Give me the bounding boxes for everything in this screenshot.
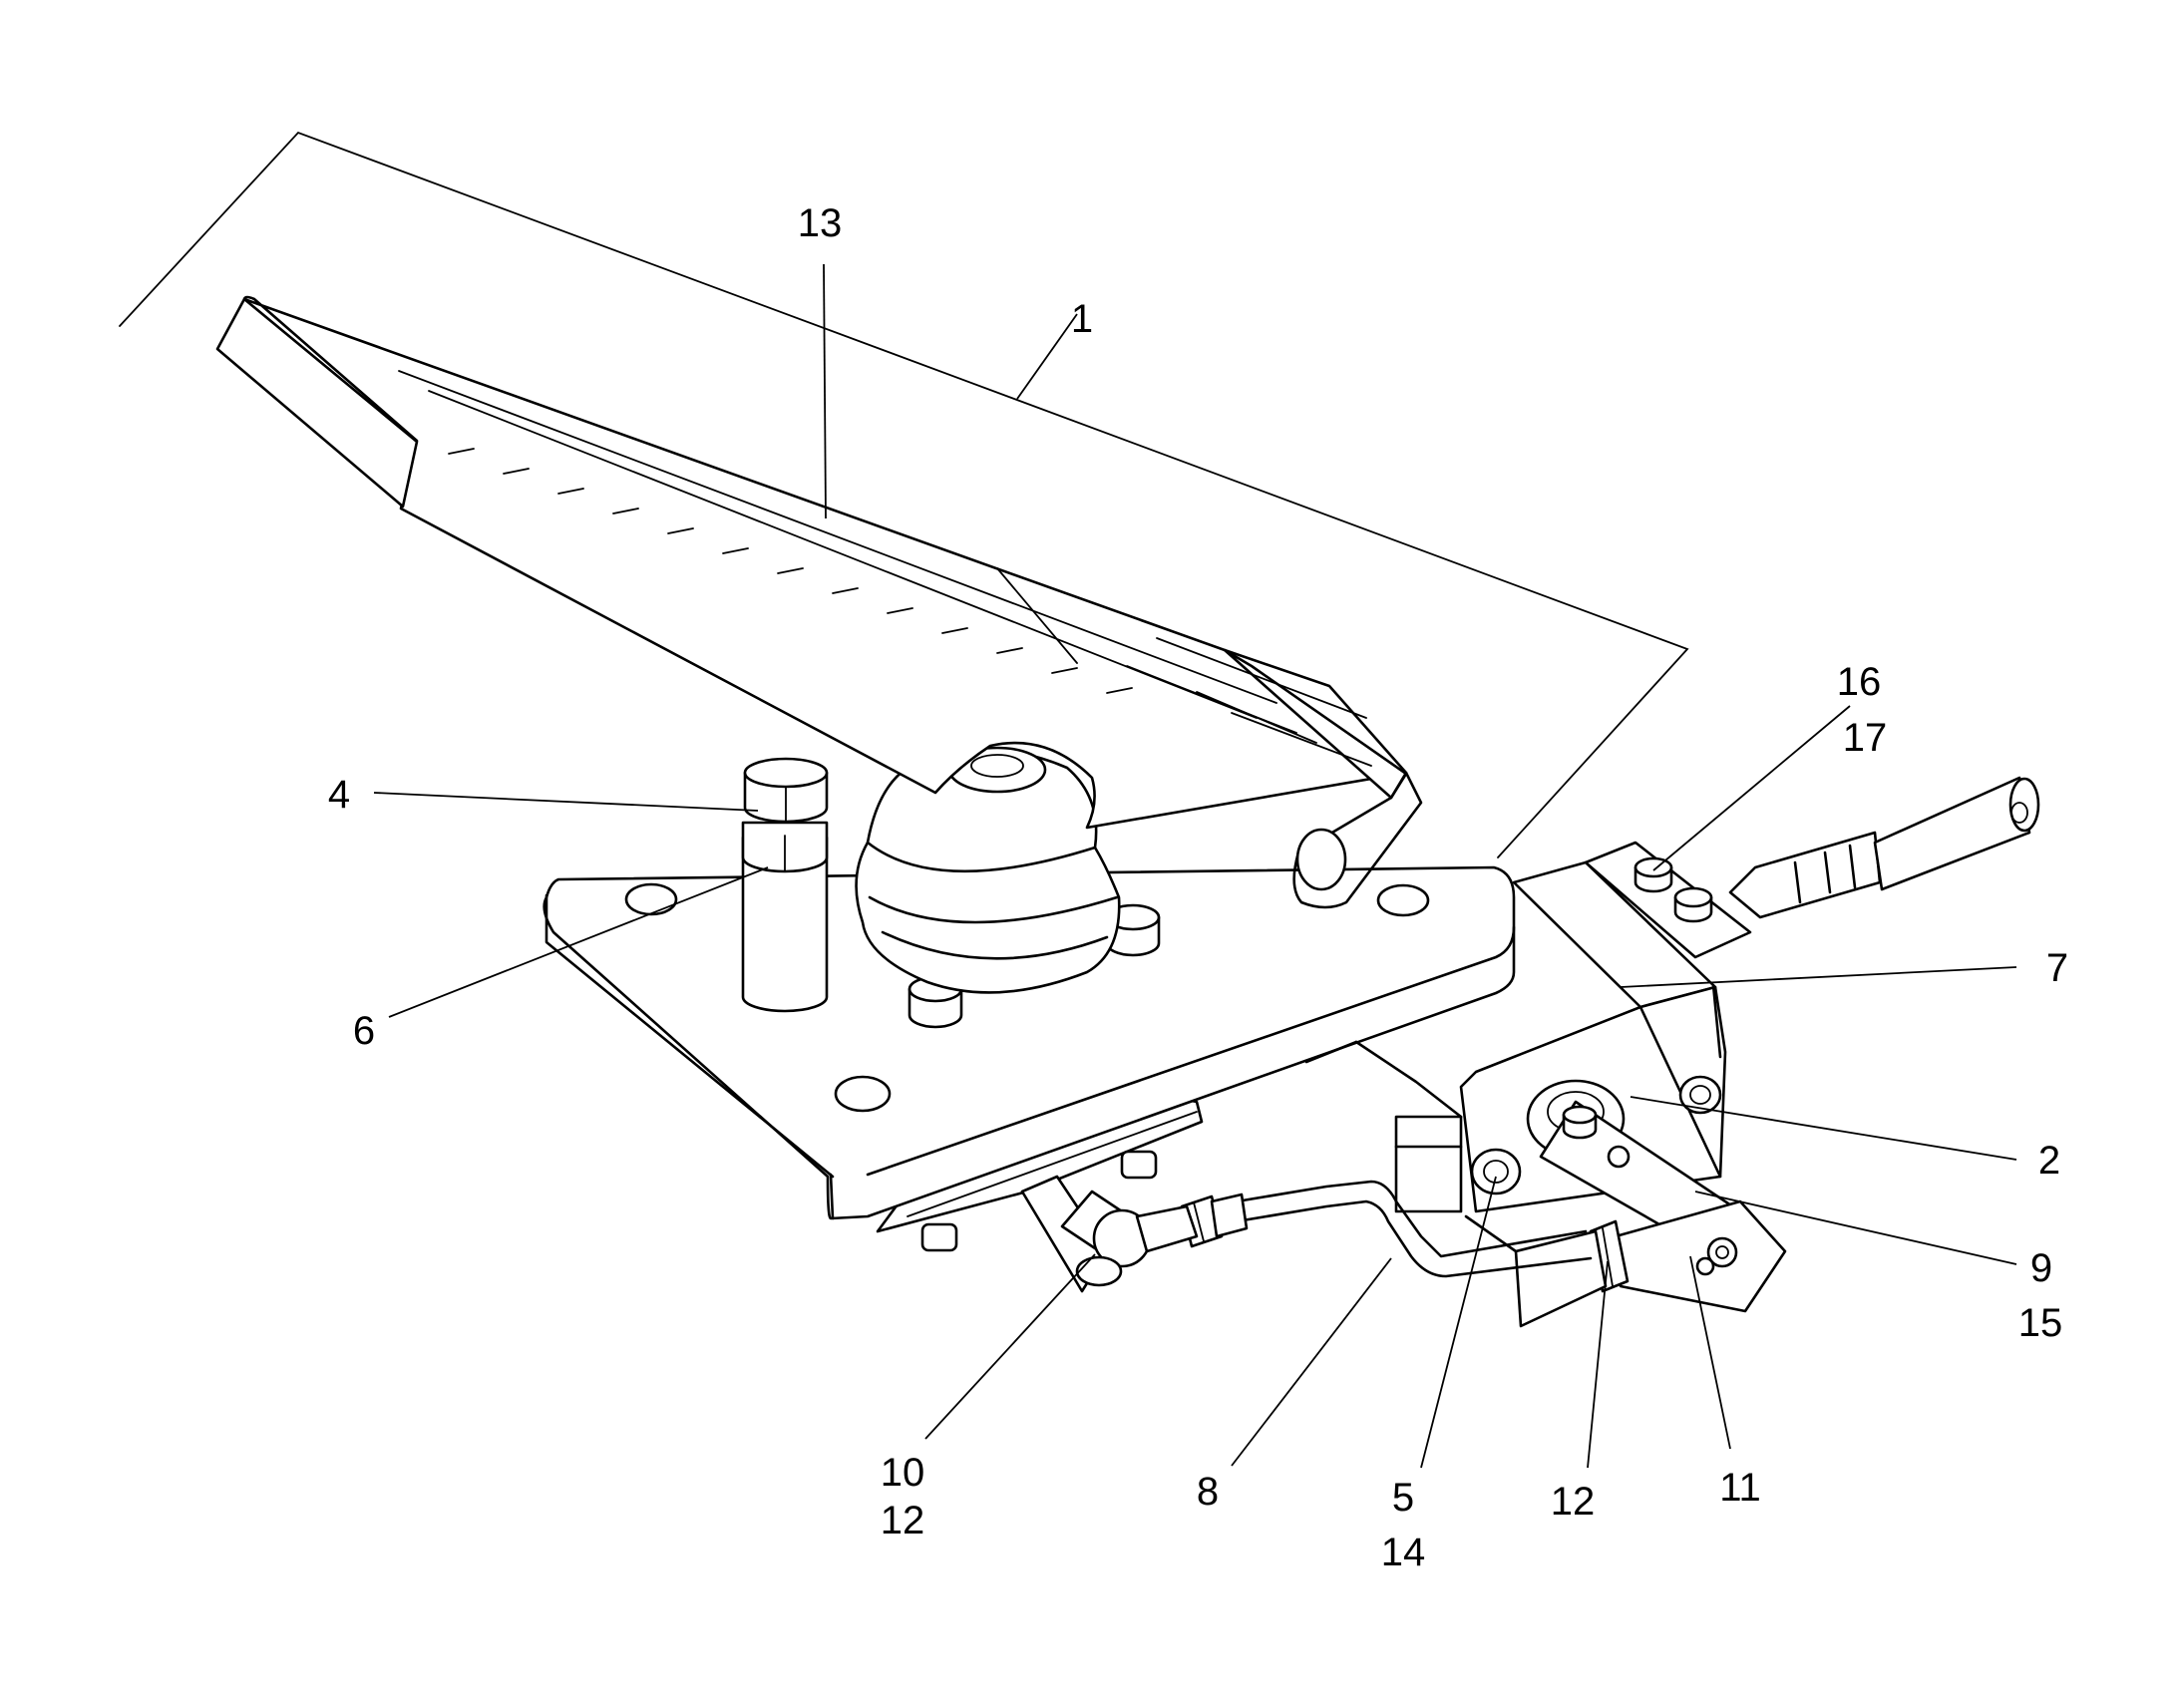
leader-7 (1620, 966, 2017, 988)
callout-11: 11 (1719, 1466, 1761, 1510)
leader-2 (1630, 1096, 2017, 1161)
callout-13: 13 (798, 201, 843, 245)
pedal (215, 295, 1423, 909)
leader-lines (373, 263, 2017, 1469)
pedal-tread (398, 370, 1372, 767)
leader-11 (1689, 1255, 1731, 1450)
base-hole-3 (1376, 883, 1430, 917)
base-hole-2 (834, 1075, 892, 1113)
spring-boot (855, 746, 1121, 994)
leader-10-12 (924, 1253, 1096, 1440)
leader-8 (1231, 1257, 1392, 1467)
callout-8: 8 (1197, 1470, 1219, 1514)
leader-1 (1016, 313, 1078, 400)
callout-17: 17 (1843, 716, 1888, 760)
lever-nut (1562, 1105, 1598, 1140)
callout-4: 4 (328, 773, 350, 817)
callout-16: 16 (1837, 660, 1882, 704)
leader-6 (388, 866, 769, 1018)
leader-5-14 (1420, 1176, 1497, 1469)
leader-13 (823, 263, 827, 519)
leader-4 (373, 792, 759, 812)
housing-nut-right (1678, 1075, 1722, 1115)
leader-12b (1587, 1260, 1609, 1469)
callout-2: 2 (2038, 1139, 2060, 1183)
callout-14: 14 (1381, 1531, 1426, 1574)
callout-12b: 12 (1551, 1480, 1596, 1524)
base-stud-1 (908, 975, 963, 1029)
stop-screw (741, 757, 829, 1013)
bracket-bolt-1 (1634, 856, 1673, 893)
callout-1: 1 (1071, 297, 1093, 341)
callout-5: 5 (1392, 1476, 1414, 1520)
callout-9: 9 (2030, 1246, 2052, 1290)
callout-10: 10 (881, 1451, 925, 1495)
leader-9-15 (1694, 1191, 2017, 1265)
ball-joint (1020, 1175, 1199, 1293)
assembly-bracket (119, 131, 1689, 858)
bracket-bolt-2 (1673, 886, 1713, 923)
base-hole-1 (624, 882, 678, 916)
cable-mount-bracket (1584, 841, 1752, 959)
callout-labels: 1 13 4 6 16 17 7 2 9 15 11 12 5 14 8 10 … (328, 201, 2068, 1574)
callout-15: 15 (2018, 1301, 2063, 1345)
callout-7: 7 (2046, 946, 2068, 990)
throttle-cable (1728, 776, 2040, 919)
linkage-rod (1180, 1180, 1593, 1278)
link-arm (1589, 1199, 1787, 1313)
callout-6: 6 (353, 1009, 375, 1053)
housing-nut-left (1470, 1148, 1522, 1196)
callout-12a: 12 (881, 1499, 925, 1542)
leader-16-17 (1652, 705, 1851, 871)
